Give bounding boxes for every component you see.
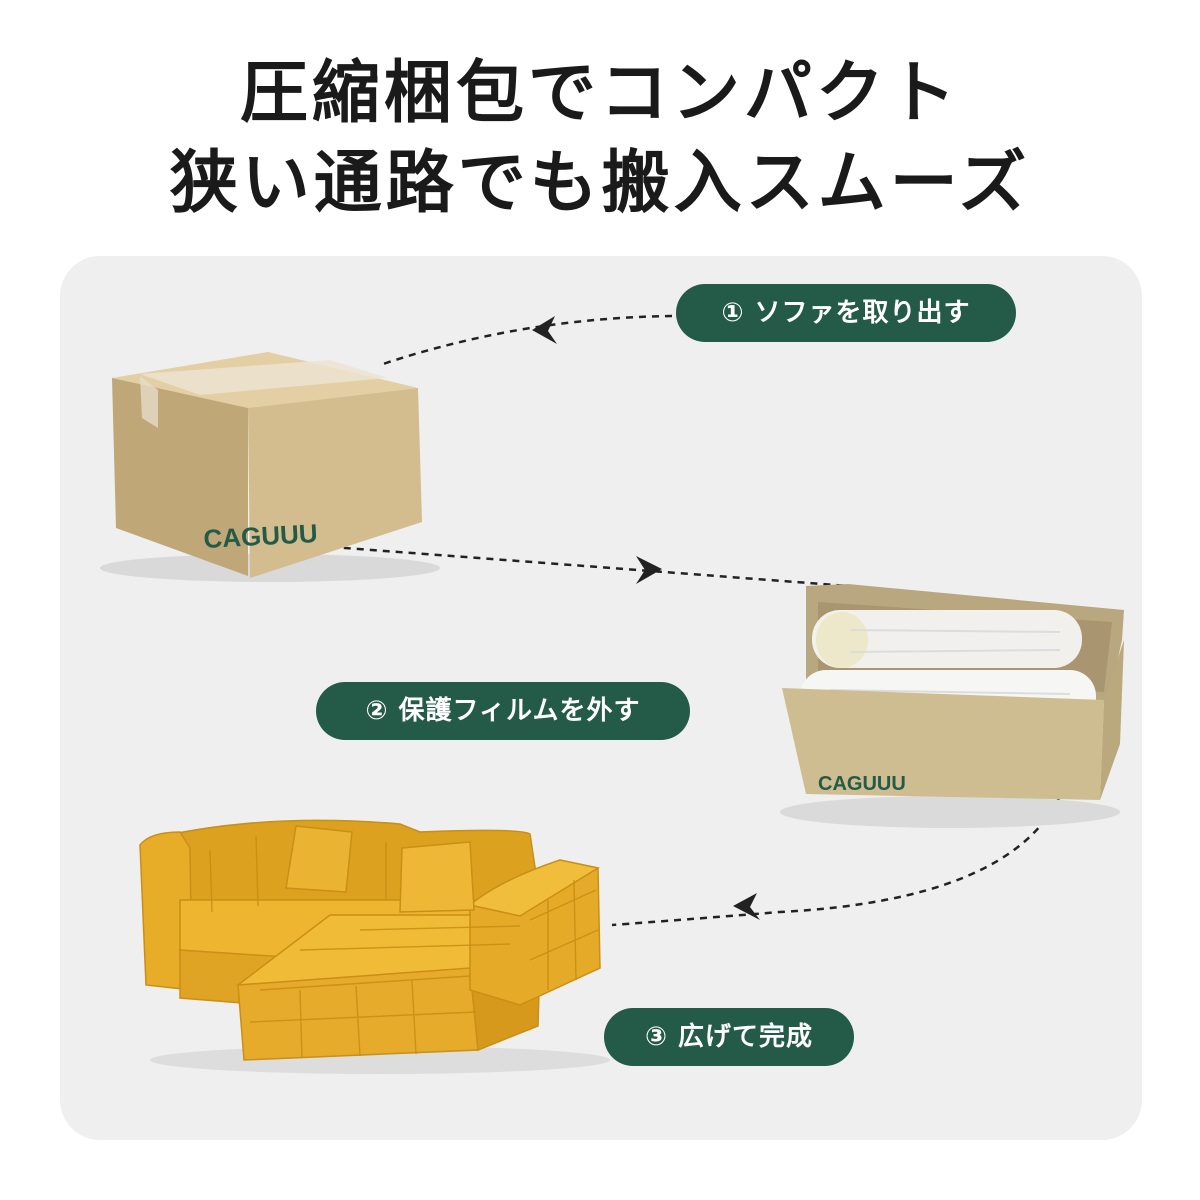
arrow-path-1 (379, 314, 673, 367)
step-3-badge: ③ 広げて完成 (604, 1008, 854, 1066)
arrow-path-2 (317, 544, 849, 588)
closed-box-illustration: CAGUUU (100, 352, 440, 582)
flow-arrows (317, 314, 1062, 927)
headline-line-1: 圧縮梱包でコンパクト (239, 54, 960, 133)
arrow-icon (733, 893, 760, 920)
arrow-icon (636, 556, 662, 584)
box-brand-text: CAGUUU (203, 518, 319, 554)
sofa-illustration (139, 819, 610, 1074)
open-box-illustration: CAGUUU (780, 584, 1124, 828)
headline-line-2: 狭い通路でも搬入スムーズ (169, 144, 1031, 223)
box-brand-text: CAGUUU (818, 773, 906, 795)
step-1-badge: ① ソファを取り出す (676, 284, 1016, 342)
step-2-badge: ② 保護フィルムを外す (316, 682, 690, 740)
arrow-icon (532, 316, 557, 344)
